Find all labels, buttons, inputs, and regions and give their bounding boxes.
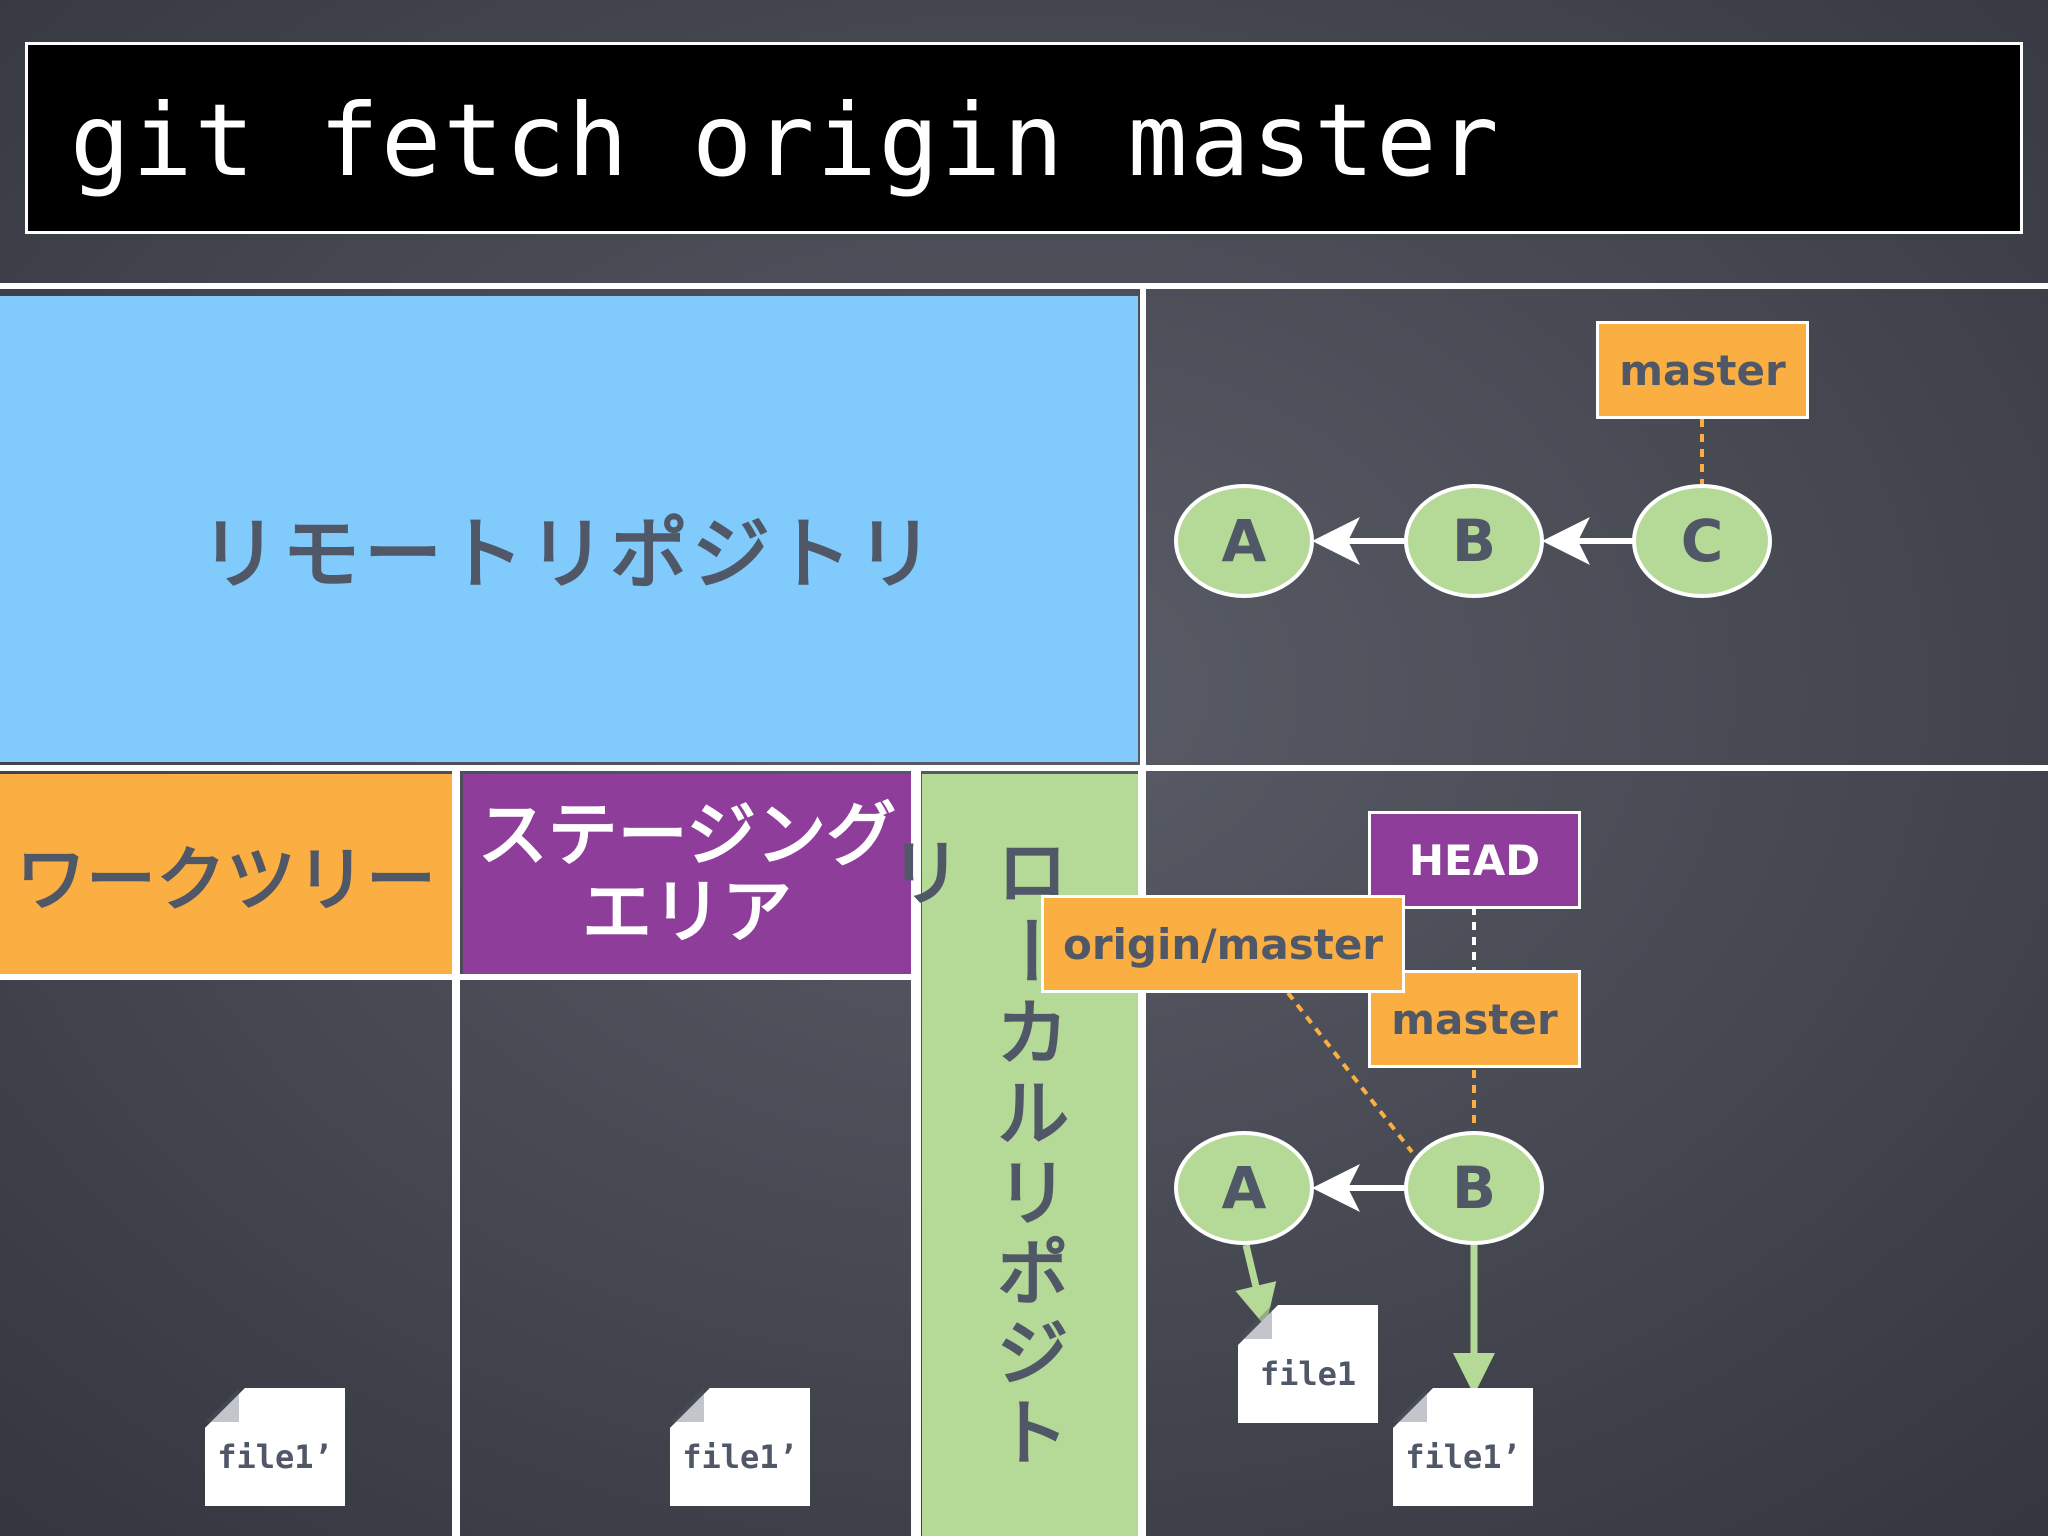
file-icon xyxy=(1393,1388,1533,1506)
local-commit-b: B xyxy=(1404,1131,1544,1245)
head-tag-label: HEAD xyxy=(1408,835,1541,885)
origin-master-tag: origin/master xyxy=(1041,895,1405,993)
staging-label-line2: エリア xyxy=(581,871,792,953)
local-file-b: file1’ xyxy=(1393,1388,1533,1506)
remote-master-tag: master xyxy=(1596,321,1809,419)
remote-commit-a: A xyxy=(1174,484,1314,598)
local-commit-a: A xyxy=(1174,1131,1314,1245)
local-file-a: file1 xyxy=(1238,1305,1378,1423)
commit-a-file-arrow xyxy=(1235,1244,1277,1327)
work-tree-file-label: file1’ xyxy=(217,1438,333,1476)
remote-repository-panel: リモートリポジトリ xyxy=(0,296,1138,762)
local-master-tag: master xyxy=(1368,970,1581,1068)
local-file-b-label: file1’ xyxy=(1405,1438,1521,1476)
remote-commit-c: C xyxy=(1632,484,1772,598)
staging-area-header: ステージング エリア xyxy=(463,774,911,974)
command-text: git fetch origin master xyxy=(70,82,1501,199)
divider-middle xyxy=(0,765,2048,771)
file-icon xyxy=(205,1388,345,1506)
origin-master-link xyxy=(1286,991,1414,1154)
file-icon xyxy=(1238,1305,1378,1423)
divider-staging xyxy=(911,771,921,1536)
remote-commit-b: B xyxy=(1404,484,1544,598)
divider-work-tree xyxy=(452,771,460,1536)
remote-commit-b-label: B xyxy=(1451,507,1497,575)
staging-file-label: file1’ xyxy=(682,1438,798,1476)
divider-top xyxy=(0,283,2048,289)
file-icon xyxy=(670,1388,810,1506)
divider-local xyxy=(1138,771,1146,1536)
staging-file: file1’ xyxy=(670,1388,810,1506)
origin-master-tag-label: origin/master xyxy=(1062,919,1384,969)
local-master-tag-label: master xyxy=(1391,994,1558,1044)
divider-headers xyxy=(0,974,911,980)
remote-master-tag-label: master xyxy=(1619,345,1786,395)
work-tree-label: ワークツリー xyxy=(16,838,436,921)
head-tag: HEAD xyxy=(1368,811,1581,909)
remote-commit-a-label: A xyxy=(1221,507,1267,575)
remote-commit-c-label: C xyxy=(1680,507,1724,575)
work-tree-header: ワークツリー xyxy=(0,774,452,974)
divider-remote xyxy=(1140,289,1146,765)
local-commit-a-label: A xyxy=(1221,1154,1267,1222)
work-tree-file: file1’ xyxy=(205,1388,345,1506)
local-file-a-label: file1 xyxy=(1259,1355,1357,1393)
local-commit-b-label: B xyxy=(1451,1154,1497,1222)
command-bar: git fetch origin master xyxy=(25,42,2023,234)
remote-repository-label: リモートリポジトリ xyxy=(199,510,938,600)
staging-label-line1: ステージング xyxy=(477,794,897,876)
